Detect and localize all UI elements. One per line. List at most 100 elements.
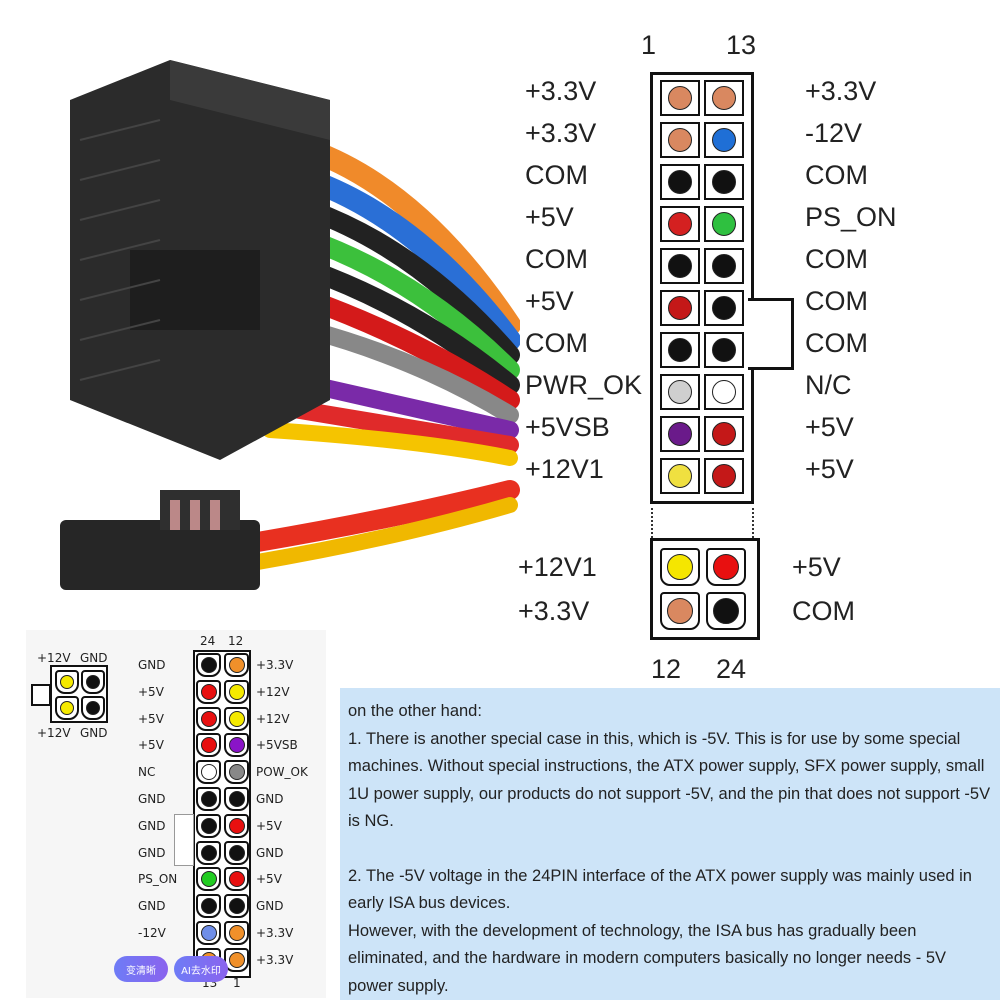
header-number-12: 12 — [228, 634, 244, 648]
small-right-label-6: GND — [256, 792, 284, 806]
small-pin-left-6-dot — [200, 791, 217, 807]
small-pin-right-10-dot — [228, 898, 245, 915]
small-pin-right-5-dot — [228, 764, 245, 781]
top-right-label-1: +3.3V — [805, 76, 877, 106]
top-pin-right-10-dot — [712, 464, 736, 488]
small-pin-left-8 — [196, 840, 221, 865]
top-left-label-9: +5VSB — [525, 412, 610, 442]
top-left-label-4: +5V — [525, 202, 574, 232]
top-left-label-6: +5V — [525, 286, 574, 316]
lower-left-label-2: +3.3V — [518, 596, 590, 626]
small-left-label-6: GND — [138, 792, 166, 806]
clarify-button[interactable]: 变清晰 — [114, 956, 168, 982]
top-pin-left-10 — [660, 458, 700, 494]
top-pin-right-6-dot — [712, 296, 736, 320]
eps-pin-3-dot — [60, 701, 74, 715]
top-pin-left-5 — [660, 248, 700, 284]
small-pin-left-4-dot — [200, 737, 217, 754]
info-text-box: on the other hand: 1. There is another s… — [340, 688, 1000, 1000]
small-pin-left-5 — [196, 760, 221, 785]
small-right-label-7: +5V — [256, 818, 282, 833]
small-pin-left-5-dot — [200, 764, 217, 781]
small-pin-right-3-dot — [228, 710, 245, 727]
top-pin-left-8-dot — [668, 380, 692, 404]
top-right-label-2: -12V — [805, 118, 863, 148]
top-pin-right-7-dot — [712, 338, 736, 362]
top-pin-left-10-dot — [668, 464, 692, 488]
small-pin-right-12-dot — [228, 951, 245, 968]
top-pin-left-9-dot — [668, 422, 692, 446]
small-right-label-2: +12V — [256, 684, 290, 699]
top-pin-right-2 — [704, 122, 744, 158]
top-pin-left-6-dot — [668, 296, 692, 320]
small-right-label-8: GND — [256, 845, 284, 860]
top-pin-right-1 — [704, 80, 744, 116]
atx-24pin-plug — [70, 60, 330, 460]
small-pin-left-8-dot — [200, 844, 217, 861]
lower-right-label-2: COM — [792, 596, 855, 626]
dotted-divider-left — [651, 508, 653, 538]
top-pin-left-3 — [660, 164, 700, 200]
small-pin-left-3 — [196, 706, 221, 731]
small-pin-right-2-dot — [228, 683, 245, 700]
header-number-24: 24 — [200, 634, 216, 648]
lower-pin-right-2 — [706, 592, 746, 630]
small-pin-left-9-dot — [200, 871, 217, 888]
small-pin-right-1-dot — [228, 657, 245, 673]
pin-number-12: 12 — [651, 654, 682, 684]
small-right-label-10: GND — [256, 899, 284, 914]
top-pin-right-9-dot — [712, 422, 736, 446]
top-pin-left-2 — [660, 122, 700, 158]
small-left-label-8: GND — [138, 845, 166, 860]
connector-photo — [60, 60, 520, 590]
top-pin-right-10 — [704, 458, 744, 494]
info-point-2: 2. The -5V voltage in the 24PIN interfac… — [348, 866, 972, 913]
small-connector-latch — [174, 814, 194, 866]
small-right-label-5: POW_OK — [256, 765, 308, 780]
top-right-label-9: +5V — [805, 412, 854, 442]
small-left-label-5: NC — [138, 765, 156, 780]
small-pin-left-2 — [196, 679, 221, 704]
pin-number-24: 24 — [716, 654, 747, 684]
top-pin-left-4-dot — [668, 212, 692, 236]
top-pin-right-9 — [704, 416, 744, 452]
lower-pin-left-1-dot — [667, 554, 693, 580]
top-pin-left-7 — [660, 332, 700, 368]
top-pin-left-1 — [660, 80, 700, 116]
top-pin-right-4 — [704, 206, 744, 242]
info-point-1: 1. There is another special case in this… — [348, 729, 991, 831]
top-pin-left-4 — [660, 206, 700, 242]
top-left-label-2: +3.3V — [525, 118, 597, 148]
lower-pin-right-1 — [706, 548, 746, 586]
small-pin-right-11-dot — [228, 925, 245, 941]
pin-number-13: 13 — [726, 30, 757, 60]
top-right-label-3: COM — [805, 160, 868, 190]
small-pin-left-7-dot — [200, 817, 217, 834]
wire-bundle — [230, 139, 520, 573]
top-pin-left-6 — [660, 290, 700, 326]
dotted-divider-right — [752, 508, 754, 538]
small-pin-left-7 — [196, 813, 221, 838]
small-left-label-11: -12V — [138, 926, 166, 940]
eps-label-bottom-right: GND — [80, 726, 108, 740]
small-right-label-12: +3.3V — [256, 952, 294, 967]
top-pin-right-3-dot — [712, 170, 736, 194]
top-pin-left-7-dot — [668, 338, 692, 362]
small-pin-left-9 — [196, 867, 221, 892]
small-pin-right-7 — [224, 813, 249, 838]
small-pin-right-7-dot — [228, 817, 245, 834]
small-left-label-1: GND — [138, 658, 166, 672]
eps-pin-4 — [81, 696, 105, 720]
info-point-3: However, with the development of technol… — [348, 921, 947, 995]
remove-watermark-button[interactable]: AI去水印 — [174, 956, 228, 982]
top-pin-right-2-dot — [712, 128, 736, 152]
top-right-label-6: COM — [805, 286, 868, 316]
small-pin-right-4-dot — [228, 737, 245, 754]
eps-latch — [31, 684, 51, 706]
small-pin-right-9-dot — [228, 871, 245, 888]
top-pin-right-6 — [704, 290, 744, 326]
eps-label-top-right: GND — [80, 651, 108, 665]
lower-pin-left-2-dot — [667, 598, 693, 624]
top-right-label-7: COM — [805, 328, 868, 358]
small-pin-left-1 — [196, 653, 221, 677]
